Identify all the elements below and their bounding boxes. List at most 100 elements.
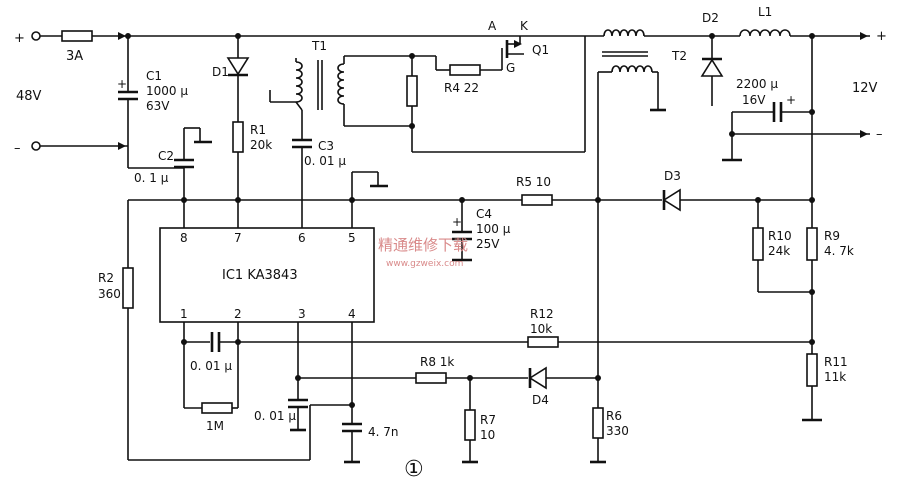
ic-pin-1: 1: [180, 307, 188, 321]
c2-value: 0. 1 µ: [134, 171, 169, 185]
watermark-title: 精通维修下载: [378, 236, 468, 254]
t1-label: T1: [311, 39, 327, 53]
c-pin3-value: 0. 01 µ: [254, 409, 296, 423]
watermark-url: www.gzweix.com: [386, 259, 463, 269]
ic-pin-8: 8: [180, 231, 188, 245]
input-plus-label: +: [14, 31, 25, 46]
output-plus-label: +: [876, 29, 887, 44]
resistor-r2: [122, 267, 134, 309]
resistor-r10: [752, 227, 764, 261]
ic-ka3843: [159, 227, 375, 323]
r5-label: R5 10: [516, 175, 551, 189]
resistor-r6: [592, 407, 604, 439]
transformer-t2: [585, 29, 712, 408]
output-voltage-label: 12V: [852, 81, 878, 96]
resistor-r8: [415, 372, 447, 384]
diode-d4: [528, 366, 547, 390]
svg-text:+: +: [117, 77, 127, 91]
inductor-l1: [739, 29, 791, 37]
ic-label: IC1 KA3843: [222, 268, 298, 283]
r11-name: R11: [824, 355, 848, 369]
input-voltage-label: 48V: [16, 89, 42, 104]
c4-value: 100 µ: [476, 222, 511, 236]
c-pin12-value: 0. 01 µ: [190, 359, 232, 373]
resistor-r1: [232, 121, 244, 153]
ic-pin-4: 4: [348, 307, 356, 321]
resistor-r5: [521, 194, 553, 206]
diode-d1: [226, 57, 250, 76]
diode-d3: [662, 188, 681, 212]
c47-value: 4. 7n: [368, 425, 399, 439]
resistor-r4: [449, 64, 481, 76]
r7-name: R7: [480, 413, 496, 427]
capacitor-c1: +: [117, 36, 138, 146]
c2-name: C2: [158, 149, 174, 163]
fuse: [61, 30, 93, 42]
c3-value: 0. 01 µ: [304, 154, 346, 168]
resistor-r9: [806, 227, 818, 261]
arrow-icon: [118, 32, 126, 40]
resistor-gate-shunt: [406, 75, 418, 107]
transformer-t1: [269, 58, 345, 110]
cout-value: 2200 µ: [736, 77, 778, 91]
d4-label: D4: [532, 393, 549, 407]
svg-text:+: +: [786, 93, 796, 107]
fuse-label: 3A: [66, 49, 83, 64]
cout-voltage: 16V: [742, 93, 766, 107]
r2-value: 360: [98, 287, 121, 301]
r6-value: 330: [606, 424, 629, 438]
r10-name: R10: [768, 229, 792, 243]
input-rail: [31, 30, 585, 42]
arrow-icon: [118, 142, 126, 150]
diode-d2: [700, 58, 724, 77]
c1-value: 1000 µ: [146, 84, 188, 98]
d3-label: D3: [664, 169, 681, 183]
c3-name: C3: [318, 139, 334, 153]
ic-pin-7: 7: [234, 231, 242, 245]
ic-pin-3: 3: [298, 307, 306, 321]
q1-k-label: K: [520, 19, 529, 33]
arrow-icon: [860, 130, 868, 138]
r8-label: R8 1k: [420, 355, 454, 369]
capacitor-c2: [174, 127, 212, 228]
r11-value: 11k: [824, 370, 846, 384]
c4-voltage: 25V: [476, 237, 500, 251]
r6-name: R6: [606, 409, 622, 423]
figure-number: ①: [404, 457, 424, 482]
ic-pin-5: 5: [348, 231, 356, 245]
arrow-icon: [860, 32, 868, 40]
c1-name: C1: [146, 69, 162, 83]
resistor-r7: [464, 409, 476, 441]
svg-text:+: +: [452, 215, 462, 229]
c1-voltage: 63V: [146, 99, 170, 113]
resistor-1m: [201, 402, 233, 414]
q1-a-label: A: [488, 19, 497, 33]
r1-name: R1: [250, 123, 266, 137]
d1-label: D1: [212, 65, 229, 79]
q1-g-label: G: [506, 61, 515, 75]
ic-pin-2: 2: [234, 307, 242, 321]
t2-label: T2: [671, 49, 687, 63]
d2-label: D2: [702, 11, 719, 25]
resistor-r12: [527, 336, 559, 348]
input-minus-label: –: [14, 141, 21, 156]
c4-name: C4: [476, 207, 492, 221]
r7-value: 10: [480, 428, 495, 442]
output-minus-label: –: [876, 127, 883, 142]
input-minus-terminal: [31, 141, 41, 151]
l1-label: L1: [758, 5, 772, 19]
q1-label: Q1: [532, 43, 549, 57]
r12-name: R12: [530, 307, 554, 321]
r1-value: 20k: [250, 138, 272, 152]
transistor-q1: [501, 36, 524, 70]
r2-name: R2: [98, 271, 114, 285]
r12-value: 10k: [530, 322, 552, 336]
resistor-r11: [806, 353, 818, 387]
r1m-label: 1M: [206, 419, 224, 433]
input-plus-terminal: [31, 31, 41, 41]
r4-label: R4 22: [444, 81, 479, 95]
r9-name: R9: [824, 229, 840, 243]
r9-value: 4. 7k: [824, 244, 854, 258]
r10-value: 24k: [768, 244, 790, 258]
